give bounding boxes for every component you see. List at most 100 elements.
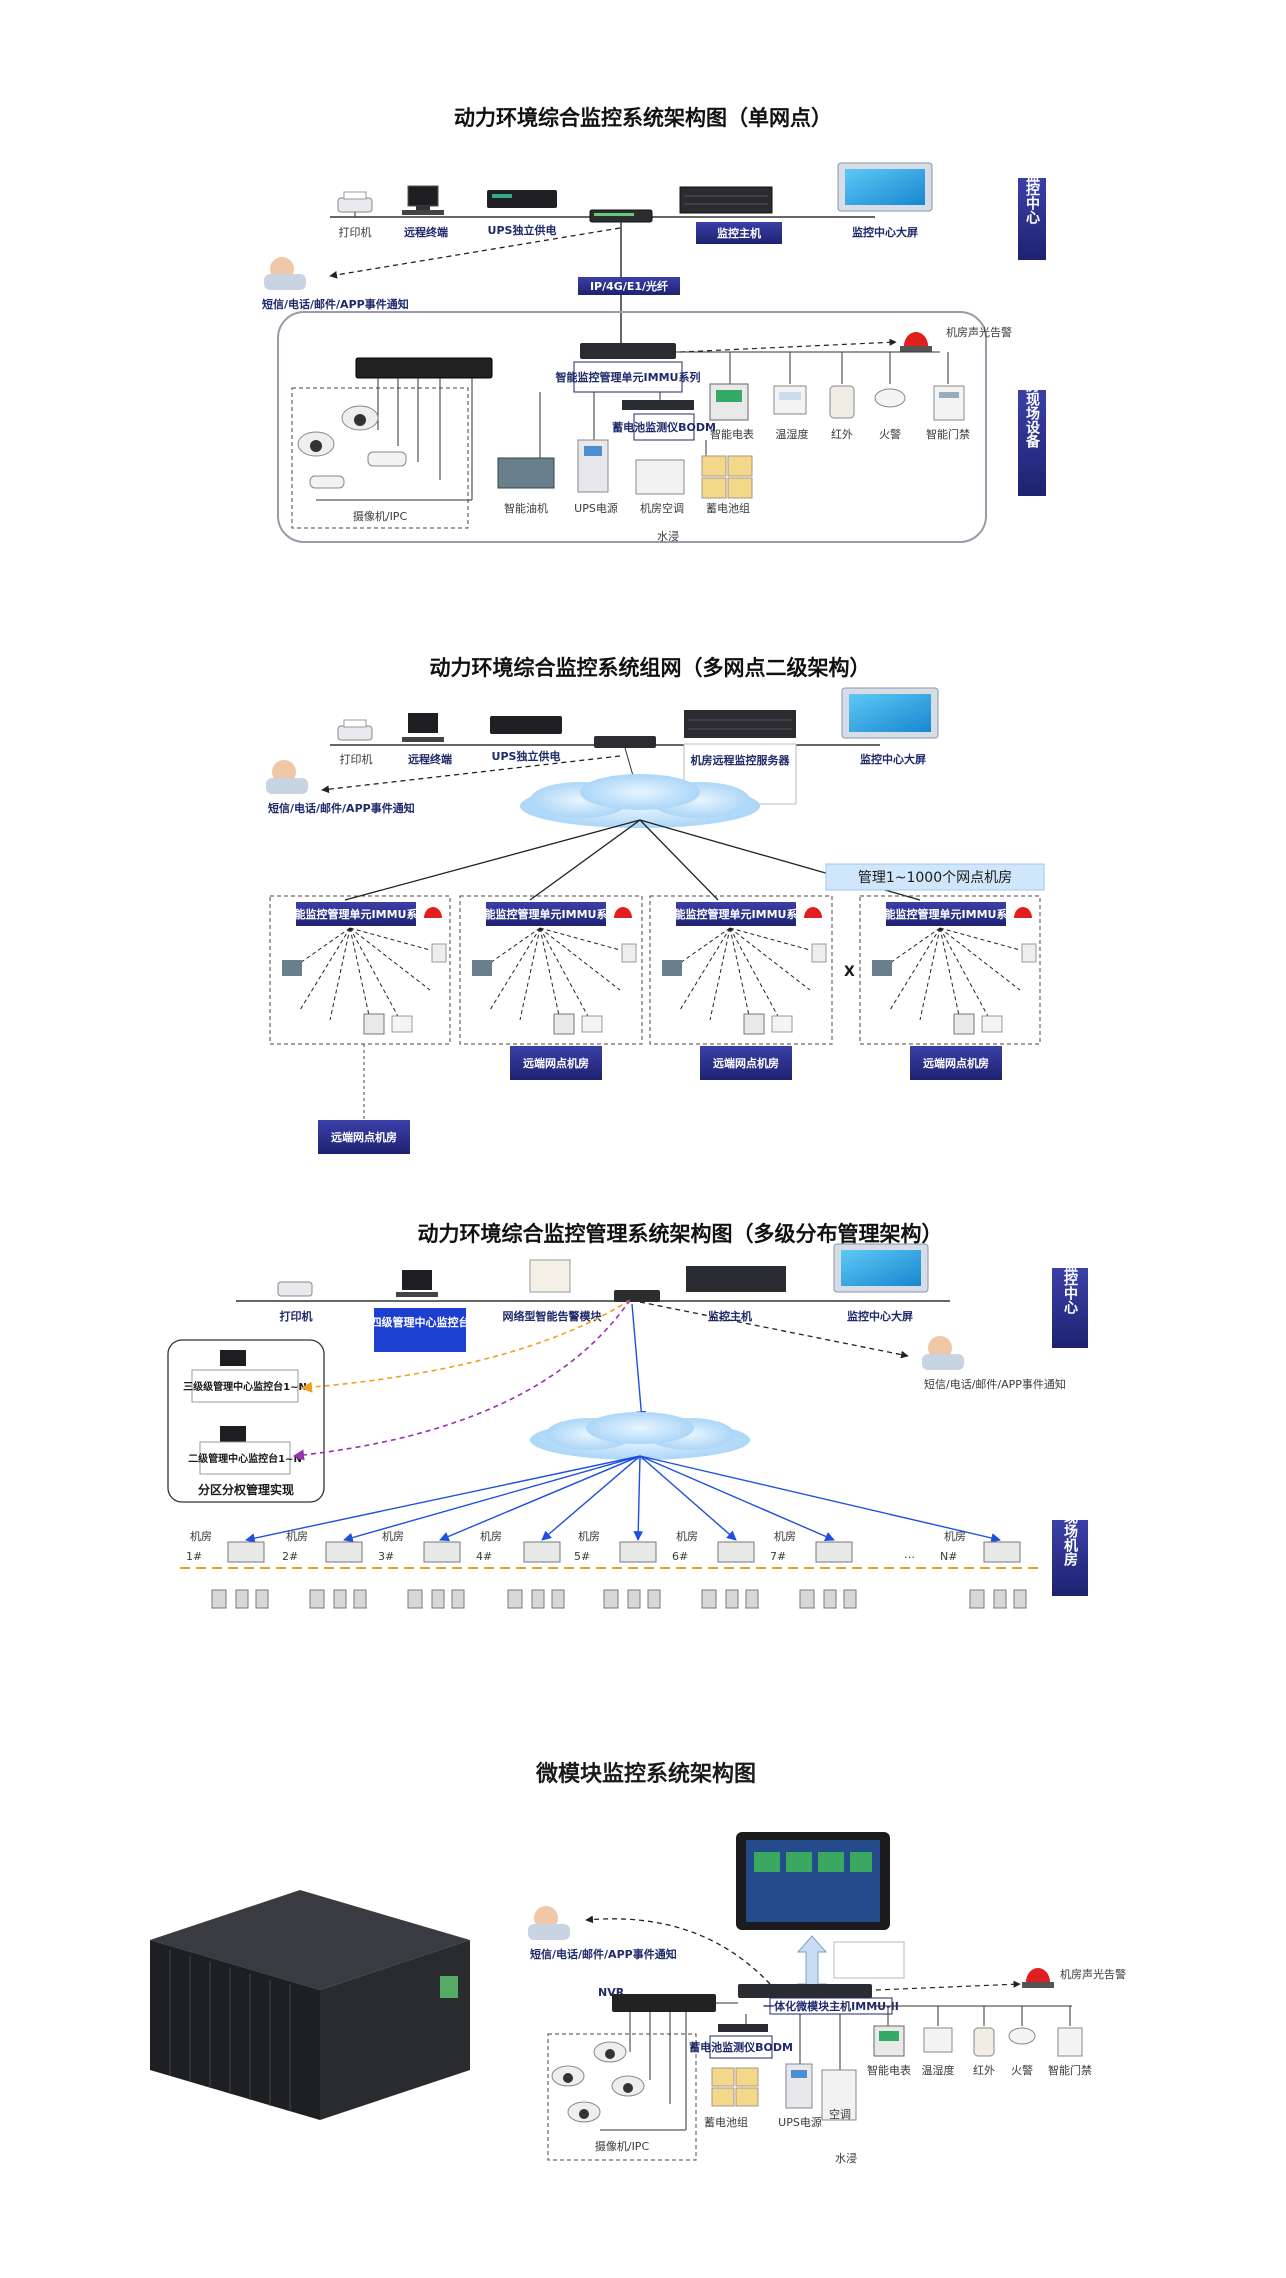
s3-room-number-1: 1# (186, 1550, 202, 1563)
air-conditioner-icon (635, 459, 685, 495)
s3-dash: … (904, 1548, 915, 1561)
s3-room-word-6: 机房 (676, 1529, 698, 1543)
s3-level2-label: 二级管理中心监控台1~N (188, 1452, 302, 1465)
ups-cabinet-icon (785, 2063, 813, 2109)
s4-battery-label: 蓄电池组 (704, 2115, 748, 2129)
s2-manage-banner (825, 863, 1045, 891)
s2-notify-label: 短信/电话/邮件/APP事件通知 (268, 801, 415, 815)
s1-printer-label: 打印机 (339, 225, 372, 239)
alarm-light-icon (900, 332, 932, 352)
s1-field-label: 机房现场设备 (1024, 363, 1041, 448)
s1-battery-label: 蓄电池组 (706, 501, 750, 515)
section-micro-module: 微模块监控系统架构图 (150, 1761, 1126, 2165)
s2-server-label: 机房远程监控服务器 (691, 753, 791, 767)
title-s4: 微模块监控系统架构图 (535, 1761, 756, 1787)
s3-room-1: 机房 1# (186, 1529, 265, 1563)
battery-pack-icon (711, 2067, 759, 2107)
switch-icon (614, 1290, 660, 1302)
switch-icon (594, 736, 656, 748)
s2-ups-supply-label: UPS独立供电 (492, 749, 561, 763)
dome-camera-icon (551, 2041, 645, 2123)
ups-cabinet-icon (577, 439, 609, 493)
section-single-site: 动力环境综合监控系统架构图（单网点） 打印机 远程终端 UPS独立供电 (262, 106, 1046, 543)
smoke-detector-icon (874, 388, 906, 408)
s3-room-number-3: 3# (378, 1550, 394, 1563)
s2-unit-label-3: 智能监控管理单元IMMU系列 (664, 907, 809, 921)
s3-room-number-2: 2# (282, 1550, 298, 1563)
section-multi-site: 动力环境综合监控系统组网（多网点二级架构） 打印机 远程终端 UPS独立供电 机… (266, 656, 1045, 1154)
s2-manage-label: 管理1~1000个网点机房 (858, 870, 1012, 886)
alarm-light-icon (614, 907, 632, 918)
s3-host-label: 监控主机 (708, 1309, 752, 1323)
temp-humidity-icon (923, 2027, 953, 2053)
s1-meter-label: 智能电表 (710, 427, 754, 441)
s4-host-label: 一体化微模块主机IMMU-II (763, 1999, 899, 2013)
s1-unit-box (573, 361, 683, 393)
s4-fire-label: 火警 (1011, 2063, 1033, 2077)
battery-pack-icon (701, 455, 753, 499)
s1-camera-label: 摄像机/IPC (353, 509, 408, 523)
s1-water-label: 水浸 (657, 530, 679, 543)
person-phone-icon (528, 1906, 570, 1940)
micro-module-cabinet-icon (150, 1890, 470, 2120)
access-control-icon (1057, 2027, 1083, 2057)
s4-battery-monitor-label: 蓄电池监测仪BODM (689, 2040, 793, 2054)
s1-fire-label: 火警 (879, 427, 901, 441)
temp-humidity-icon (773, 385, 807, 415)
cloud-network-icon (530, 1412, 750, 1460)
s1-center-label: 监控中心 (1024, 167, 1040, 225)
s3-room-number-n: N# (940, 1550, 957, 1563)
access-control-icon (933, 385, 965, 421)
s3-module-label: 网络型智能告警模块 (503, 1309, 603, 1323)
s4-camera-box (547, 2033, 697, 2161)
computer-icon (396, 1270, 438, 1297)
s2-unit-label-4: 智能监控管理单元IMMU系列 (874, 907, 1019, 921)
s1-camera-box (291, 387, 469, 529)
printer-icon (337, 719, 373, 741)
server-icon (679, 186, 773, 214)
s2-room-label-2: 远端网点机房 (523, 1056, 589, 1070)
printer-icon (277, 1281, 313, 1297)
s1-host-label: 监控主机 (717, 226, 761, 240)
s2-unit-label-2: 智能监控管理单元IMMU系列 (474, 907, 619, 921)
s1-alarm-label: 机房声光告警 (946, 325, 1012, 339)
site-box-3: 智能监控管理单元IMMU系列 远端网点机房 (649, 895, 833, 1080)
s1-center-side-box (1018, 178, 1046, 260)
s3-field-side-box (1052, 1520, 1088, 1596)
alarm-light-icon (1022, 1968, 1054, 1988)
title-s2: 动力环境综合监控系统组网（多网点二级架构） (430, 656, 871, 680)
s3-room-word-3: 机房 (382, 1529, 404, 1543)
alarm-light-icon (424, 907, 442, 918)
s2-unit-label-1: 智能监控管理单元IMMU系列 (284, 907, 429, 921)
ups-icon (487, 190, 557, 208)
s3-room-word-1: 机房 (190, 1529, 212, 1543)
s3-room-4: 机房 4# (476, 1529, 561, 1563)
touch-screen-icon (736, 1832, 890, 1930)
monitor-screen-icon (833, 1243, 929, 1293)
s1-door-label: 智能门禁 (926, 427, 970, 441)
s3-room-7: 机房 7# (770, 1529, 853, 1563)
s1-big-screen-label: 监控中心大屏 (852, 225, 918, 239)
s3-center4-label: 四级管理中心监控台 (371, 1315, 470, 1329)
s3-room-word-4: 机房 (480, 1529, 502, 1543)
title-s1: 动力环境综合监控系统架构图（单网点） (454, 106, 832, 130)
s1-ir-label: 红外 (831, 428, 853, 441)
s3-room-n: 机房 N# (940, 1529, 1021, 1563)
alarm-module-icon (529, 1259, 571, 1293)
s4-water-label: 水浸 (835, 2152, 857, 2165)
nvr-icon (355, 357, 493, 379)
s3-center-label: 监控中心 (1062, 1257, 1078, 1315)
s3-room-word-2: 机房 (286, 1529, 308, 1543)
s1-battery-monitor-box (633, 413, 695, 441)
s4-ups-label: UPS电源 (778, 2115, 822, 2129)
s1-network-label: IP/4G/E1/光纤 (590, 279, 668, 293)
s2-room-label-3: 远端网点机房 (713, 1056, 779, 1070)
server-icon (686, 1266, 786, 1292)
alarm-light-icon (1014, 907, 1032, 918)
switch-icon (589, 209, 653, 223)
computer-icon (402, 185, 444, 215)
s3-printer-label: 打印机 (280, 1309, 313, 1323)
s3-big-screen-label: 监控中心大屏 (847, 1309, 913, 1323)
s1-battery-monitor-label: 蓄电池监测仪BODM (612, 420, 716, 434)
smoke-detector-icon (1008, 2027, 1036, 2045)
